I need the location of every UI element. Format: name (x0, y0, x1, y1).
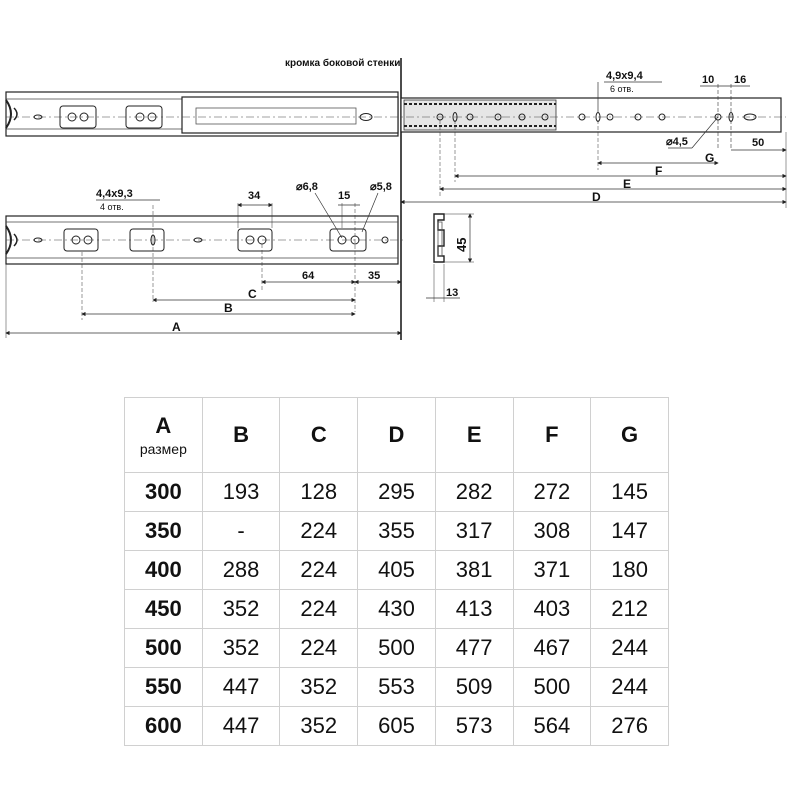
table-cell-size: 600 (124, 706, 203, 746)
header-a-letter: A (155, 413, 172, 438)
header-d: D (357, 397, 436, 473)
dim-e-letter: E (623, 177, 631, 191)
table-cell: 352 (279, 667, 359, 707)
table-cell: 405 (357, 550, 436, 590)
bottom-hole-count-label: 4 отв. (100, 202, 124, 212)
table-cell: 244 (590, 667, 669, 707)
dim-a-letter: A (172, 320, 181, 334)
top-rail-view: 4,9x9,4 6 отв. 10 16 ⌀4,5 50 G F E D (5, 70, 787, 208)
table-cell: 295 (357, 472, 436, 512)
table-cell: - (201, 511, 281, 551)
table-cell: 224 (279, 628, 359, 668)
table-cell: 212 (590, 589, 669, 629)
dim-35-label: 35 (368, 270, 380, 282)
table-cell: 308 (512, 511, 592, 551)
middle-rail (181, 96, 399, 134)
table-header-row: A размер B C D E F G (124, 397, 669, 473)
header-b: B (201, 397, 281, 473)
profile-height-label: 45 (454, 238, 469, 252)
dim-10-label: 10 (702, 74, 714, 86)
table-cell: 355 (357, 511, 436, 551)
table-cell: 381 (434, 550, 514, 590)
table-cell: 413 (434, 589, 514, 629)
header-a: A размер (124, 397, 203, 473)
table-cell-size: 500 (124, 628, 203, 668)
table-cell: 276 (590, 706, 669, 746)
table-cell: 288 (201, 550, 281, 590)
dim-15-label: 15 (338, 190, 350, 202)
table-cell: 553 (357, 667, 436, 707)
table-cell: 509 (434, 667, 514, 707)
top-hole-count-label: 6 отв. (610, 84, 634, 94)
dim-34-label: 34 (248, 190, 261, 202)
profile-width-label: 13 (446, 287, 458, 299)
bottom-hole-size-label: 4,4x9,3 (96, 188, 133, 200)
table-cell: 282 (434, 472, 514, 512)
header-e: E (434, 397, 514, 473)
table-cell: 605 (357, 706, 436, 746)
table-cell-size: 550 (124, 667, 203, 707)
dim-d-letter: D (592, 190, 601, 204)
table-cell: 500 (512, 667, 592, 707)
table-cell: 272 (512, 472, 592, 512)
dia-68-label: ⌀6,8 (296, 181, 318, 193)
table-cell: 224 (279, 589, 359, 629)
wall-edge-label: кромка боковой стенки (285, 57, 400, 69)
table-cell: 352 (279, 706, 359, 746)
table-cell: 224 (279, 550, 359, 590)
dim-b-letter: B (224, 301, 233, 315)
dim-c-letter: C (248, 287, 257, 301)
table-cell: 573 (434, 706, 514, 746)
table-cell: 352 (201, 628, 281, 668)
table-cell: 371 (512, 550, 592, 590)
table-cell: 244 (590, 628, 669, 668)
table-cell: 128 (279, 472, 359, 512)
table-cell: 564 (512, 706, 592, 746)
dim-g-letter: G (705, 151, 714, 165)
table-cell: 317 (434, 511, 514, 551)
table-cell: 447 (201, 667, 281, 707)
table-cell-size: 350 (124, 511, 203, 551)
header-f: F (512, 397, 592, 473)
table-cell: 145 (590, 472, 669, 512)
table-cell: 224 (279, 511, 359, 551)
header-a-sub: размер (139, 441, 187, 457)
dia-45-label: ⌀4,5 (666, 136, 688, 148)
dia-58-label: ⌀5,8 (370, 181, 392, 193)
dim-64-label: 64 (302, 270, 315, 282)
table-cell: 193 (201, 472, 281, 512)
table-cell: 477 (434, 628, 514, 668)
table-cell: 180 (590, 550, 669, 590)
slide-rail-technical-drawing: кромка боковой стенки (5, 57, 787, 340)
table-cell-size: 400 (124, 550, 203, 590)
table-cell-size: 450 (124, 589, 203, 629)
table-cell: 403 (512, 589, 592, 629)
table-cell: 447 (201, 706, 281, 746)
header-c: C (279, 397, 359, 473)
dim-50-label: 50 (752, 137, 764, 149)
table-cell: 352 (201, 589, 281, 629)
top-hole-size-label: 4,9x9,4 (606, 70, 644, 82)
dim-f-letter: F (655, 164, 662, 178)
table-cell: 147 (590, 511, 669, 551)
bottom-rail-view: 4,4x9,3 4 отв. 34 ⌀6,8 15 ⌀5,8 64 35 C B… (5, 181, 404, 338)
table-cell-size: 300 (124, 472, 203, 512)
table-cell: 467 (512, 628, 592, 668)
table-cell: 430 (357, 589, 436, 629)
table-cell: 500 (357, 628, 436, 668)
header-g: G (590, 397, 669, 473)
rail-profile-section: 45 13 (426, 213, 474, 302)
dim-16-label: 16 (734, 74, 746, 86)
